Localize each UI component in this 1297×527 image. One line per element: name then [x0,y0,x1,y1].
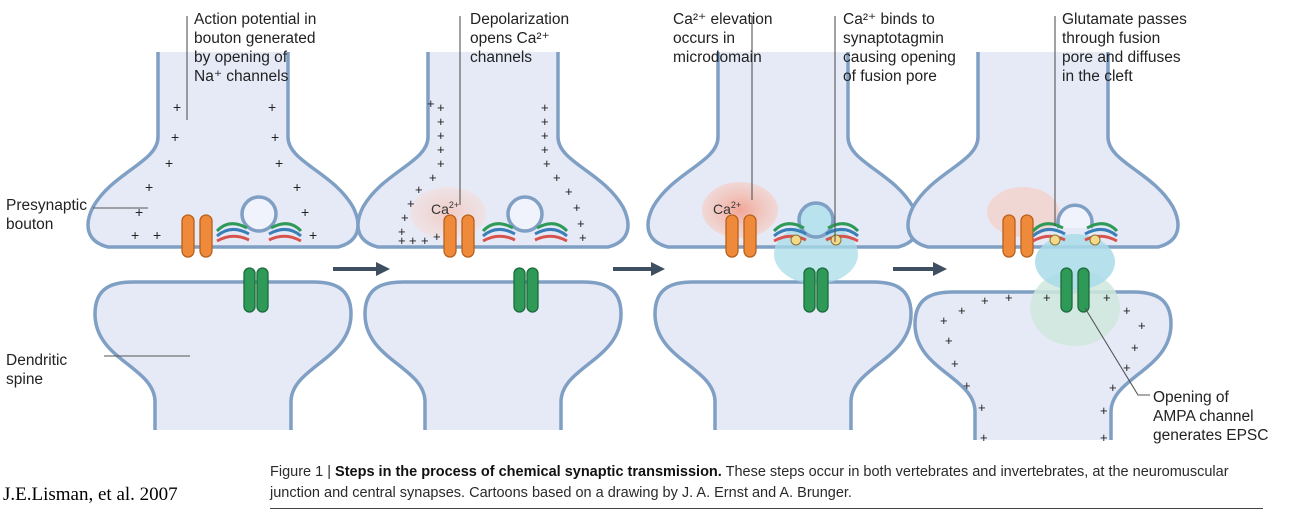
svg-text:+: + [415,182,423,197]
svg-text:+: + [1005,290,1013,305]
svg-text:+: + [437,128,445,143]
svg-text:+: + [1123,360,1131,375]
svg-text:+: + [1100,430,1108,445]
svg-text:+: + [1100,403,1108,418]
synaptic-vesicle [506,195,544,233]
synaptotagmin [1049,234,1061,246]
label-action-potential: Action potential in bouton generated by … [194,11,317,85]
label-presynaptic-bouton: Presynaptic bouton [6,197,87,233]
svg-text:+: + [978,400,986,415]
figure-caption: Figure 1 | Steps in the process of chemi… [270,462,1270,504]
svg-text:+: + [409,233,417,248]
svg-text:+: + [401,210,409,225]
label-depolarization: Depolarization opens Ca²⁺ channels [470,11,570,66]
svg-text:+: + [398,233,406,248]
svg-text:+: + [541,100,549,115]
figure-body: These steps occur in both vertebrates an… [270,464,1229,501]
svg-text:+: + [577,216,585,231]
svg-text:+: + [301,204,309,220]
svg-text:+: + [1138,318,1146,333]
calcium-cloud [702,182,778,238]
svg-text:+: + [437,156,445,171]
fusing-vesicle [797,201,835,239]
label-ca-binds-synaptotagmin: Ca²⁺ binds to synaptotagmin causing open… [843,11,956,85]
svg-text:+: + [1123,303,1131,318]
svg-text:+: + [171,129,179,145]
svg-text:+: + [543,156,551,171]
svg-text:+: + [951,356,959,371]
svg-text:+: + [398,224,406,239]
panel-2-depolarization: ++++ ++++ ++++++ ++++ ++++ ++ + Ca2+ [356,50,630,432]
svg-text:+: + [541,128,549,143]
svg-text:+: + [1131,340,1139,355]
plus-charges-presynaptic: ++++ ++++ ++++++ ++++ ++++ ++ + [398,96,587,248]
figure-title: Steps in the process of chemical synapti… [335,464,722,480]
svg-text:+: + [268,99,276,115]
svg-text:+: + [1109,380,1117,395]
svg-text:+: + [427,96,435,111]
svg-text:+: + [433,229,441,244]
figure-number: Figure 1 | [270,464,336,480]
label-glutamate: Glutamate passes through fusion pore and… [1062,11,1187,85]
synaptic-vesicle [240,195,278,233]
svg-text:+: + [131,227,139,243]
glutamate-cloud [1030,270,1120,346]
svg-text:+: + [293,179,301,195]
label-dendritic-spine: Dendritic spine [6,352,68,388]
svg-text:+: + [541,142,549,157]
svg-text:+: + [1043,290,1051,305]
svg-text:+: + [135,204,143,220]
step-arrow-1 [333,262,390,276]
panel-4-glutamate-release: ++++ ++++ ++ ++++ ++++ [906,50,1180,445]
svg-text:+: + [145,179,153,195]
svg-text:+: + [309,227,317,243]
step-arrow-3 [893,262,947,276]
svg-text:+: + [981,293,989,308]
synaptotagmin [790,234,802,246]
svg-text:+: + [553,170,561,185]
svg-text:+: + [980,430,988,445]
fusion-pore [1056,203,1094,229]
label-ca-elevation: Ca²⁺ elevation occurs in microdomain [673,11,773,66]
svg-text:+: + [958,303,966,318]
svg-text:+: + [573,200,581,215]
panel-1-resting: +++ +++ +++ +++ + [86,50,360,432]
svg-text:+: + [173,99,181,115]
svg-text:+: + [437,114,445,129]
step-arrow-2 [613,262,665,276]
svg-text:+: + [437,100,445,115]
svg-text:+: + [407,196,415,211]
svg-text:+: + [1103,290,1111,305]
plus-charges-postsynaptic: ++++ ++++ ++ ++++ ++++ [940,290,1146,445]
leader-lines [93,16,1150,396]
panel-3-calcium-elevation: Ca2+ [646,50,920,432]
svg-text:+: + [963,378,971,393]
synaptotagmin [1089,234,1101,246]
svg-text:+: + [940,313,948,328]
ampa-channel-open [1060,267,1090,313]
svg-text:+: + [437,142,445,157]
label-ampa-opening: Opening of AMPA channel generates EPSC [1153,389,1269,444]
svg-text:+: + [429,170,437,185]
svg-text:+: + [271,129,279,145]
svg-text:+: + [565,184,573,199]
svg-text:+: + [165,155,173,171]
citation: J.E.Lisman, et al. 2007 [3,484,178,505]
fusion-pore-cloud [1035,234,1115,290]
svg-text:+: + [421,233,429,248]
caption-rule [270,508,1263,509]
svg-text:+: + [541,114,549,129]
svg-text:+: + [945,333,953,348]
svg-text:+: + [579,230,587,245]
synaptotagmin [830,234,842,246]
plus-charges-presynaptic: +++ +++ +++ +++ + [131,99,317,243]
svg-text:+: + [153,227,161,243]
svg-text:+: + [275,155,283,171]
